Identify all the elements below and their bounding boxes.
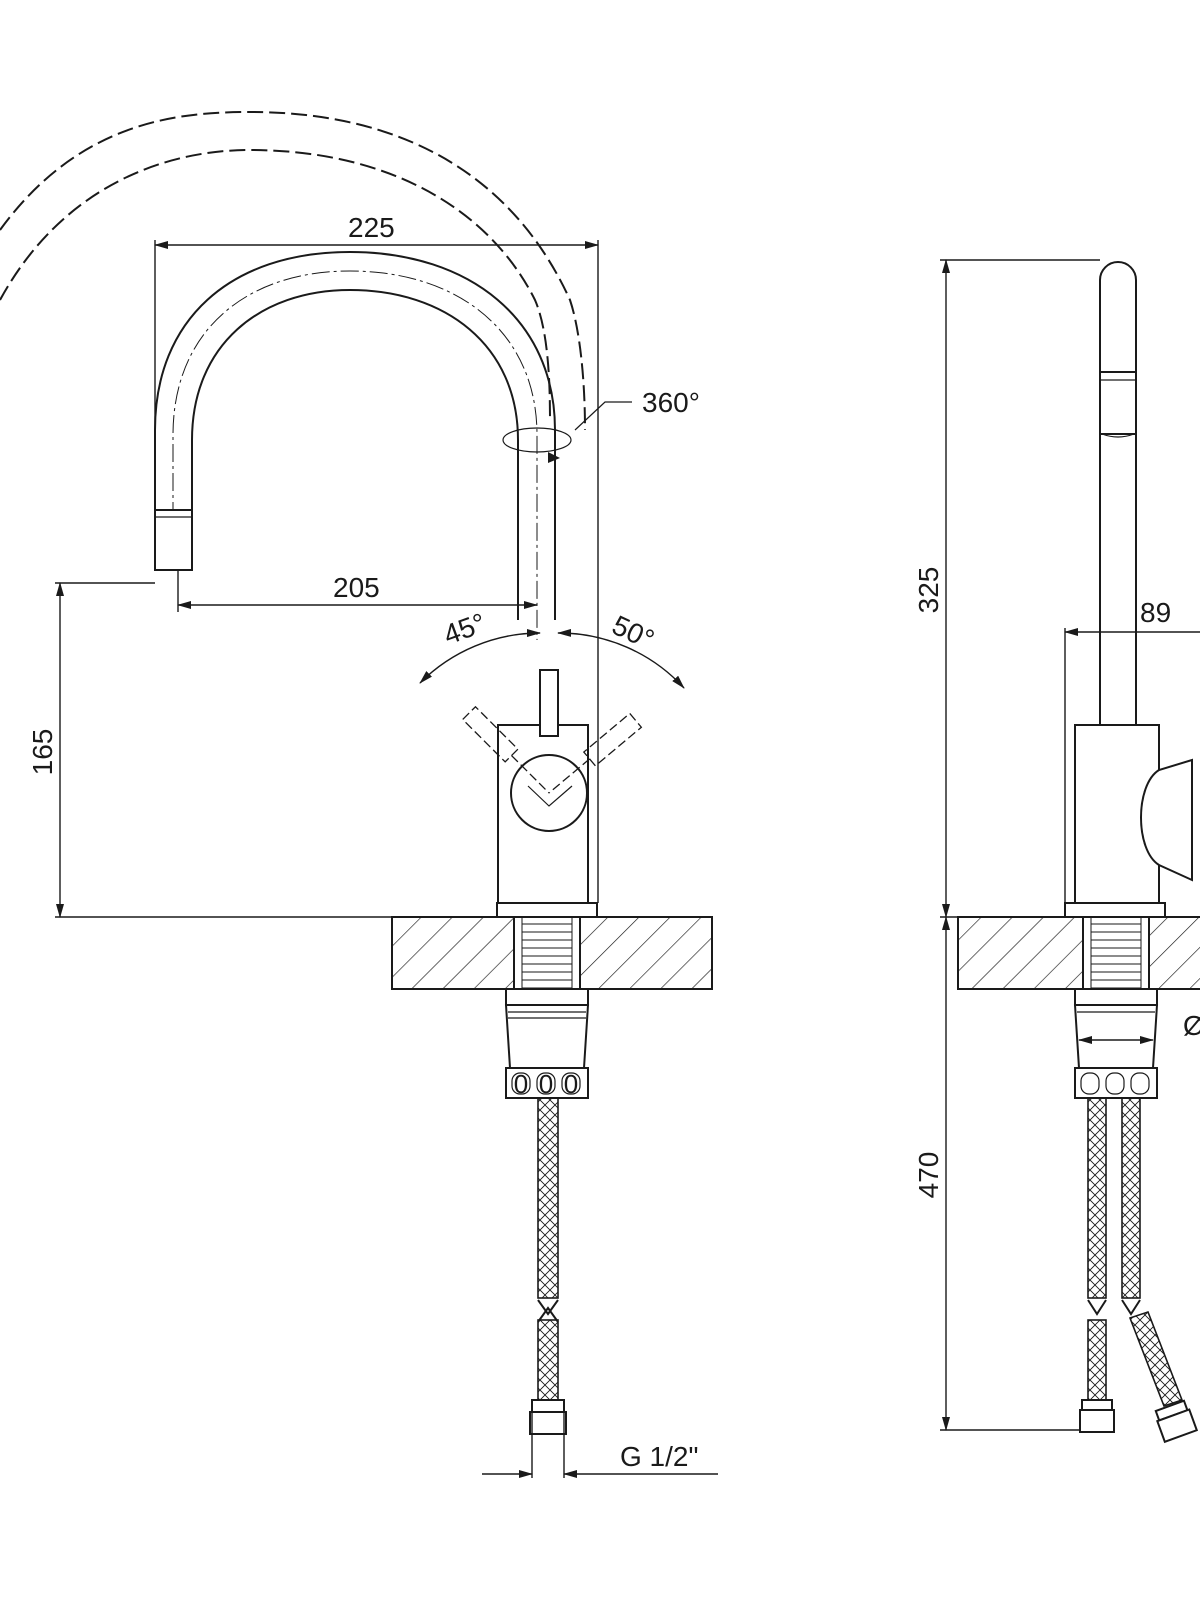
dim-165: 165 xyxy=(27,582,392,918)
nut-mark: 0 xyxy=(539,1069,553,1099)
side-hoses xyxy=(1079,1097,1199,1444)
mixer-body xyxy=(461,669,643,918)
dim-label-325: 325 xyxy=(913,567,944,614)
nut-mark: 0 xyxy=(514,1069,528,1099)
flexible-hose xyxy=(529,1097,567,1435)
dim-label-diameter: Ø xyxy=(1183,1010,1200,1041)
side-body xyxy=(1064,724,1193,918)
dim-label-165: 165 xyxy=(27,729,58,776)
dim-label-225: 225 xyxy=(348,212,395,243)
spout xyxy=(154,250,556,640)
side-spout xyxy=(1099,261,1137,725)
lever-position-right xyxy=(548,712,643,794)
side-view: 325 89 Ø 470 xyxy=(913,259,1200,1444)
countertop-section xyxy=(391,916,713,990)
dim-diameter: Ø xyxy=(1078,1010,1200,1044)
aerator xyxy=(154,509,193,571)
angle-label-right: 50° xyxy=(607,609,658,655)
dim-label-470: 470 xyxy=(913,1152,944,1199)
dim-205: 205 xyxy=(177,570,538,612)
side-countertop xyxy=(957,916,1200,990)
dim-225: 225 xyxy=(154,212,599,903)
dim-470: 470 xyxy=(913,916,1080,1431)
dim-label-89: 89 xyxy=(1140,597,1171,628)
lever-position-left xyxy=(461,705,550,794)
side-mounting-nut xyxy=(1073,988,1159,1099)
base-flange xyxy=(496,902,598,918)
connection-label: G 1/2" xyxy=(620,1441,698,1472)
dim-325: 325 xyxy=(913,259,1100,918)
mounting-nut xyxy=(504,988,590,1099)
dim-89: 89 xyxy=(1064,597,1200,903)
angle-label-left: 45° xyxy=(439,607,489,651)
lever-handle xyxy=(539,669,559,737)
dim-connection: G 1/2" xyxy=(482,1412,718,1478)
rotation-label: 360° xyxy=(642,387,700,418)
dim-label-205: 205 xyxy=(333,572,380,603)
front-view: 360° xyxy=(0,110,718,1478)
nut-mark: 0 xyxy=(564,1069,578,1099)
rotation-symbol: 360° xyxy=(502,387,700,463)
swing-arc xyxy=(0,110,586,431)
